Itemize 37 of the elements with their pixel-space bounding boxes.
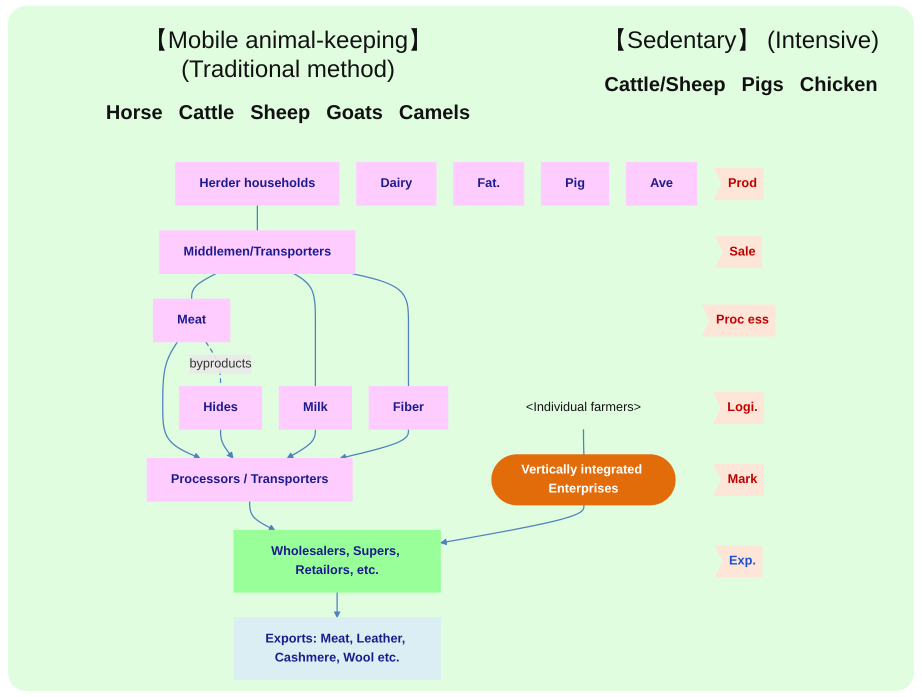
- animal-label: Sheep: [250, 102, 310, 125]
- edge-label: byproducts: [189, 357, 252, 371]
- node-box: Hides: [179, 386, 262, 430]
- arrow: [340, 429, 410, 460]
- connector: [352, 272, 410, 386]
- arrow: [162, 342, 201, 460]
- arrow: [249, 501, 276, 531]
- animal-label: Cattle/Sheep: [604, 74, 726, 97]
- node-box: Fiber: [368, 386, 448, 430]
- arrow: [286, 429, 316, 459]
- connector: [256, 205, 258, 231]
- column-heading: 【Sedentary】 (Intensive): [602, 26, 880, 56]
- connector: [191, 273, 216, 300]
- arrow: [220, 429, 234, 459]
- animal-label: Pigs: [742, 74, 784, 97]
- arrow: [440, 505, 585, 546]
- node-box: Milk: [278, 386, 352, 430]
- node-box: Pig: [540, 162, 610, 206]
- node-box: Middlemen/Transporters: [159, 230, 356, 274]
- node-box: Wholesalers, Supers, Retailors, etc.: [233, 530, 441, 593]
- node-text: <Individual farmers>: [526, 400, 642, 414]
- node-box: Herder households: [175, 162, 340, 206]
- node-box: Processors / Transporters: [146, 458, 353, 502]
- animal-label: Camels: [398, 102, 470, 125]
- node-box: Fat.: [453, 162, 524, 206]
- node-box: Exports: Meat, Leather, Cashmere, Wool etc.: [233, 617, 441, 680]
- arrow: [334, 592, 341, 618]
- node-box: Ave: [626, 162, 698, 206]
- node-box: Meat: [152, 298, 230, 342]
- animal-label: Horse: [106, 102, 163, 125]
- animal-label: Chicken: [800, 74, 878, 97]
- animal-label: Cattle: [178, 102, 234, 125]
- column-heading: 【Mobile animal-keeping】 (Traditional method): [142, 26, 434, 84]
- node-box: Dairy: [356, 162, 436, 206]
- animal-label: Goats: [326, 102, 383, 125]
- connector: [582, 429, 585, 456]
- connector: [293, 273, 316, 386]
